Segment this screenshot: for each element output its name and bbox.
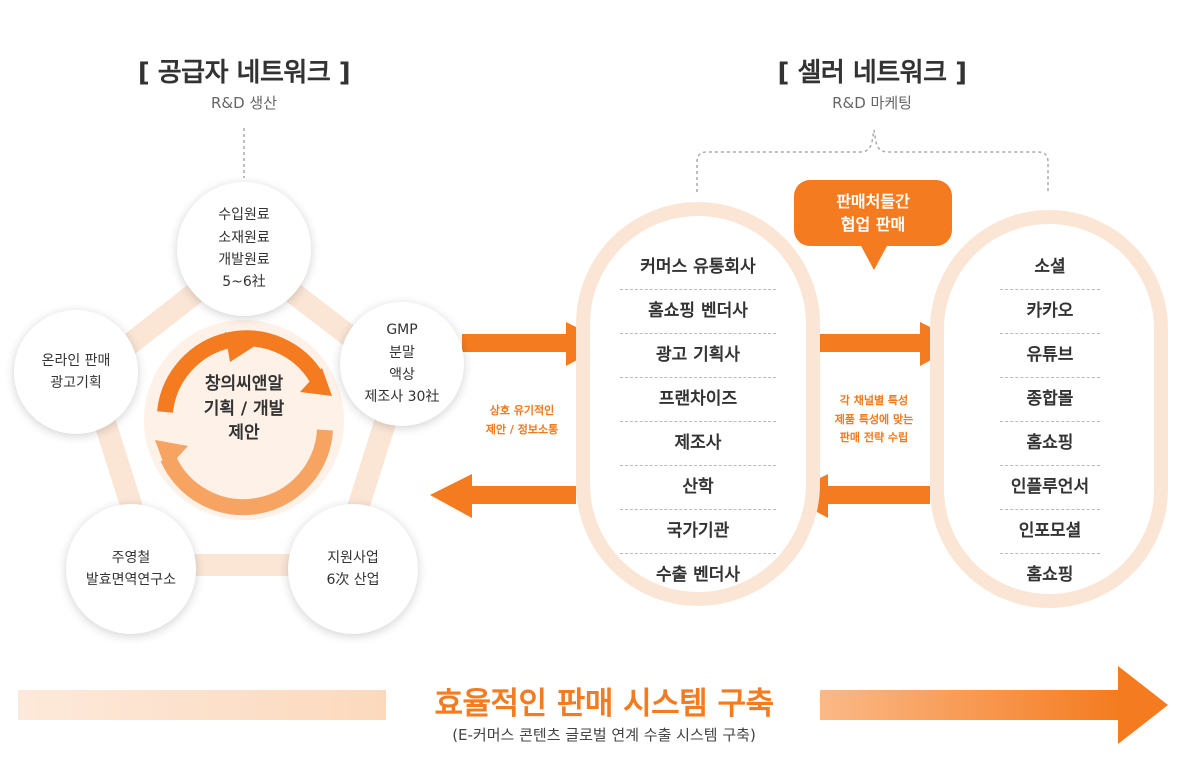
node-manufacturers-line: 제조사 30社 (364, 389, 440, 406)
center-company: 창의씨앤알 기획 / 개발 제안 (174, 372, 314, 446)
strategy-note-line: 판매 전략 수립 (839, 431, 909, 445)
seller-bracket (696, 129, 1049, 192)
callout-pointer (860, 244, 888, 270)
node-support-projects-line: 6次 산업 (326, 572, 380, 588)
inner-ring (144, 320, 344, 520)
node-manufacturers-line: GMP (386, 322, 418, 339)
node-raw-materials-line: 수입원료 (218, 207, 270, 224)
list-item: 커머스 유통회사 (620, 246, 776, 290)
node-online-sales: 온라인 판매 광고기획 (14, 310, 138, 434)
footer-subtitle: (E-커머스 콘텐츠 글로벌 연계 수출 시스템 구축) (452, 726, 756, 744)
node-research-institute: 주영철 발효면역연구소 (66, 504, 196, 634)
center-line-company: 창의씨앤알 (204, 374, 284, 394)
node-raw-materials-line: 개발원료 (218, 252, 270, 268)
exchange-note-line: 제안 / 정보소통 (485, 422, 559, 436)
callout-line: 협업 판매 (840, 215, 906, 234)
node-raw-materials-line: 소재원료 (218, 229, 270, 246)
supplier-subtitle: R&D 생산 (210, 94, 278, 112)
seller-subtitle: R&D 마케팅 (832, 94, 912, 112)
footer-bar-left (18, 690, 386, 720)
list-item: 광고 기획사 (620, 334, 776, 378)
footer-title: 효율적인 판매 시스템 구축 (434, 686, 774, 722)
list-item: 인포모셜 (1000, 510, 1100, 554)
strategy-note: 각 채널별 특성 제품 특성에 맞는 판매 전략 수립 (816, 392, 932, 448)
list-item: 종합몰 (1000, 378, 1100, 422)
arrow-from-channels-body (826, 486, 930, 504)
node-raw-materials-line: 5~6社 (222, 274, 266, 291)
strategy-note-line: 각 채널별 특성 (839, 394, 909, 407)
node-manufacturers-line: 액상 (389, 367, 415, 383)
list-item: 인플루언서 (1000, 466, 1100, 510)
list-item: 홈쇼핑 벤더사 (620, 290, 776, 334)
arrow-to-channels-body (818, 334, 922, 352)
seller-partners-pill (576, 202, 820, 606)
arrow-to-supplier-body (470, 486, 576, 504)
arrow-to-seller-body (462, 334, 568, 352)
node-research-institute-line: 주영철 (111, 549, 151, 566)
node-online-sales-line: 광고기획 (50, 375, 102, 391)
node-raw-materials: 수입원료 소재원료 개발원료 5~6社 (177, 182, 311, 316)
node-manufacturers: GMP 분말 액상 제조사 30社 (340, 302, 464, 426)
list-item: 홈쇼핑 (1026, 565, 1074, 585)
exchange-note: 상호 유기적인 제안 / 정보소통 (462, 402, 582, 439)
list-item: 유튜브 (1000, 334, 1100, 378)
node-support-projects-line: 지원사업 (327, 549, 379, 566)
node-manufacturers-line: 분말 (389, 344, 415, 361)
list-item: 소셜 (1000, 246, 1100, 290)
node-online-sales-line: 온라인 판매 (41, 352, 111, 369)
collaboration-callout: 판매처들간 협업 판매 (794, 180, 952, 246)
exchange-note-line: 상호 유기적인 (489, 404, 555, 417)
callout-line: 판매처들간 (836, 191, 910, 211)
list-item: 수출 벤더사 (655, 565, 741, 585)
footer-bar-arrowhead (1118, 666, 1168, 744)
supplier-title: [ 공급자 네트워크 ] (137, 58, 351, 88)
list-item: 제조사 (620, 422, 776, 466)
cycle-arrow-left-head (225, 332, 258, 362)
cycle-arrow-top-head (300, 368, 332, 396)
list-item: 카카오 (1000, 290, 1100, 334)
node-research-institute-line: 발효면역연구소 (85, 572, 177, 588)
footer-bar-right (820, 690, 1120, 720)
seller-partners-list: 커머스 유통회사 홈쇼핑 벤더사 광고 기획사 프랜차이즈 제조사 산학 국가기… (620, 246, 776, 597)
cycle-arrow-bottom-head (155, 440, 188, 470)
arrow-to-supplier-head (430, 474, 472, 518)
node-support-projects: 지원사업 6次 산업 (288, 504, 418, 634)
seller-title: [ 셀러 네트워크 ] (777, 58, 967, 88)
list-item: 프랜차이즈 (620, 378, 776, 422)
list-item: 산학 (620, 466, 776, 510)
list-item: 국가기관 (620, 510, 776, 554)
center-line-proposal: 제안 (228, 423, 260, 444)
sales-channels-list: 소셜 카카오 유튜브 종합몰 홈쇼핑 인플루언서 인포모셜 홈쇼핑 (1000, 246, 1100, 597)
list-item: 홈쇼핑 (1000, 422, 1100, 466)
strategy-note-line: 제품 특성에 맞는 (834, 412, 914, 426)
cycle-arrow-bottom (160, 429, 333, 516)
center-line-role: 기획 / 개발 (203, 398, 285, 419)
